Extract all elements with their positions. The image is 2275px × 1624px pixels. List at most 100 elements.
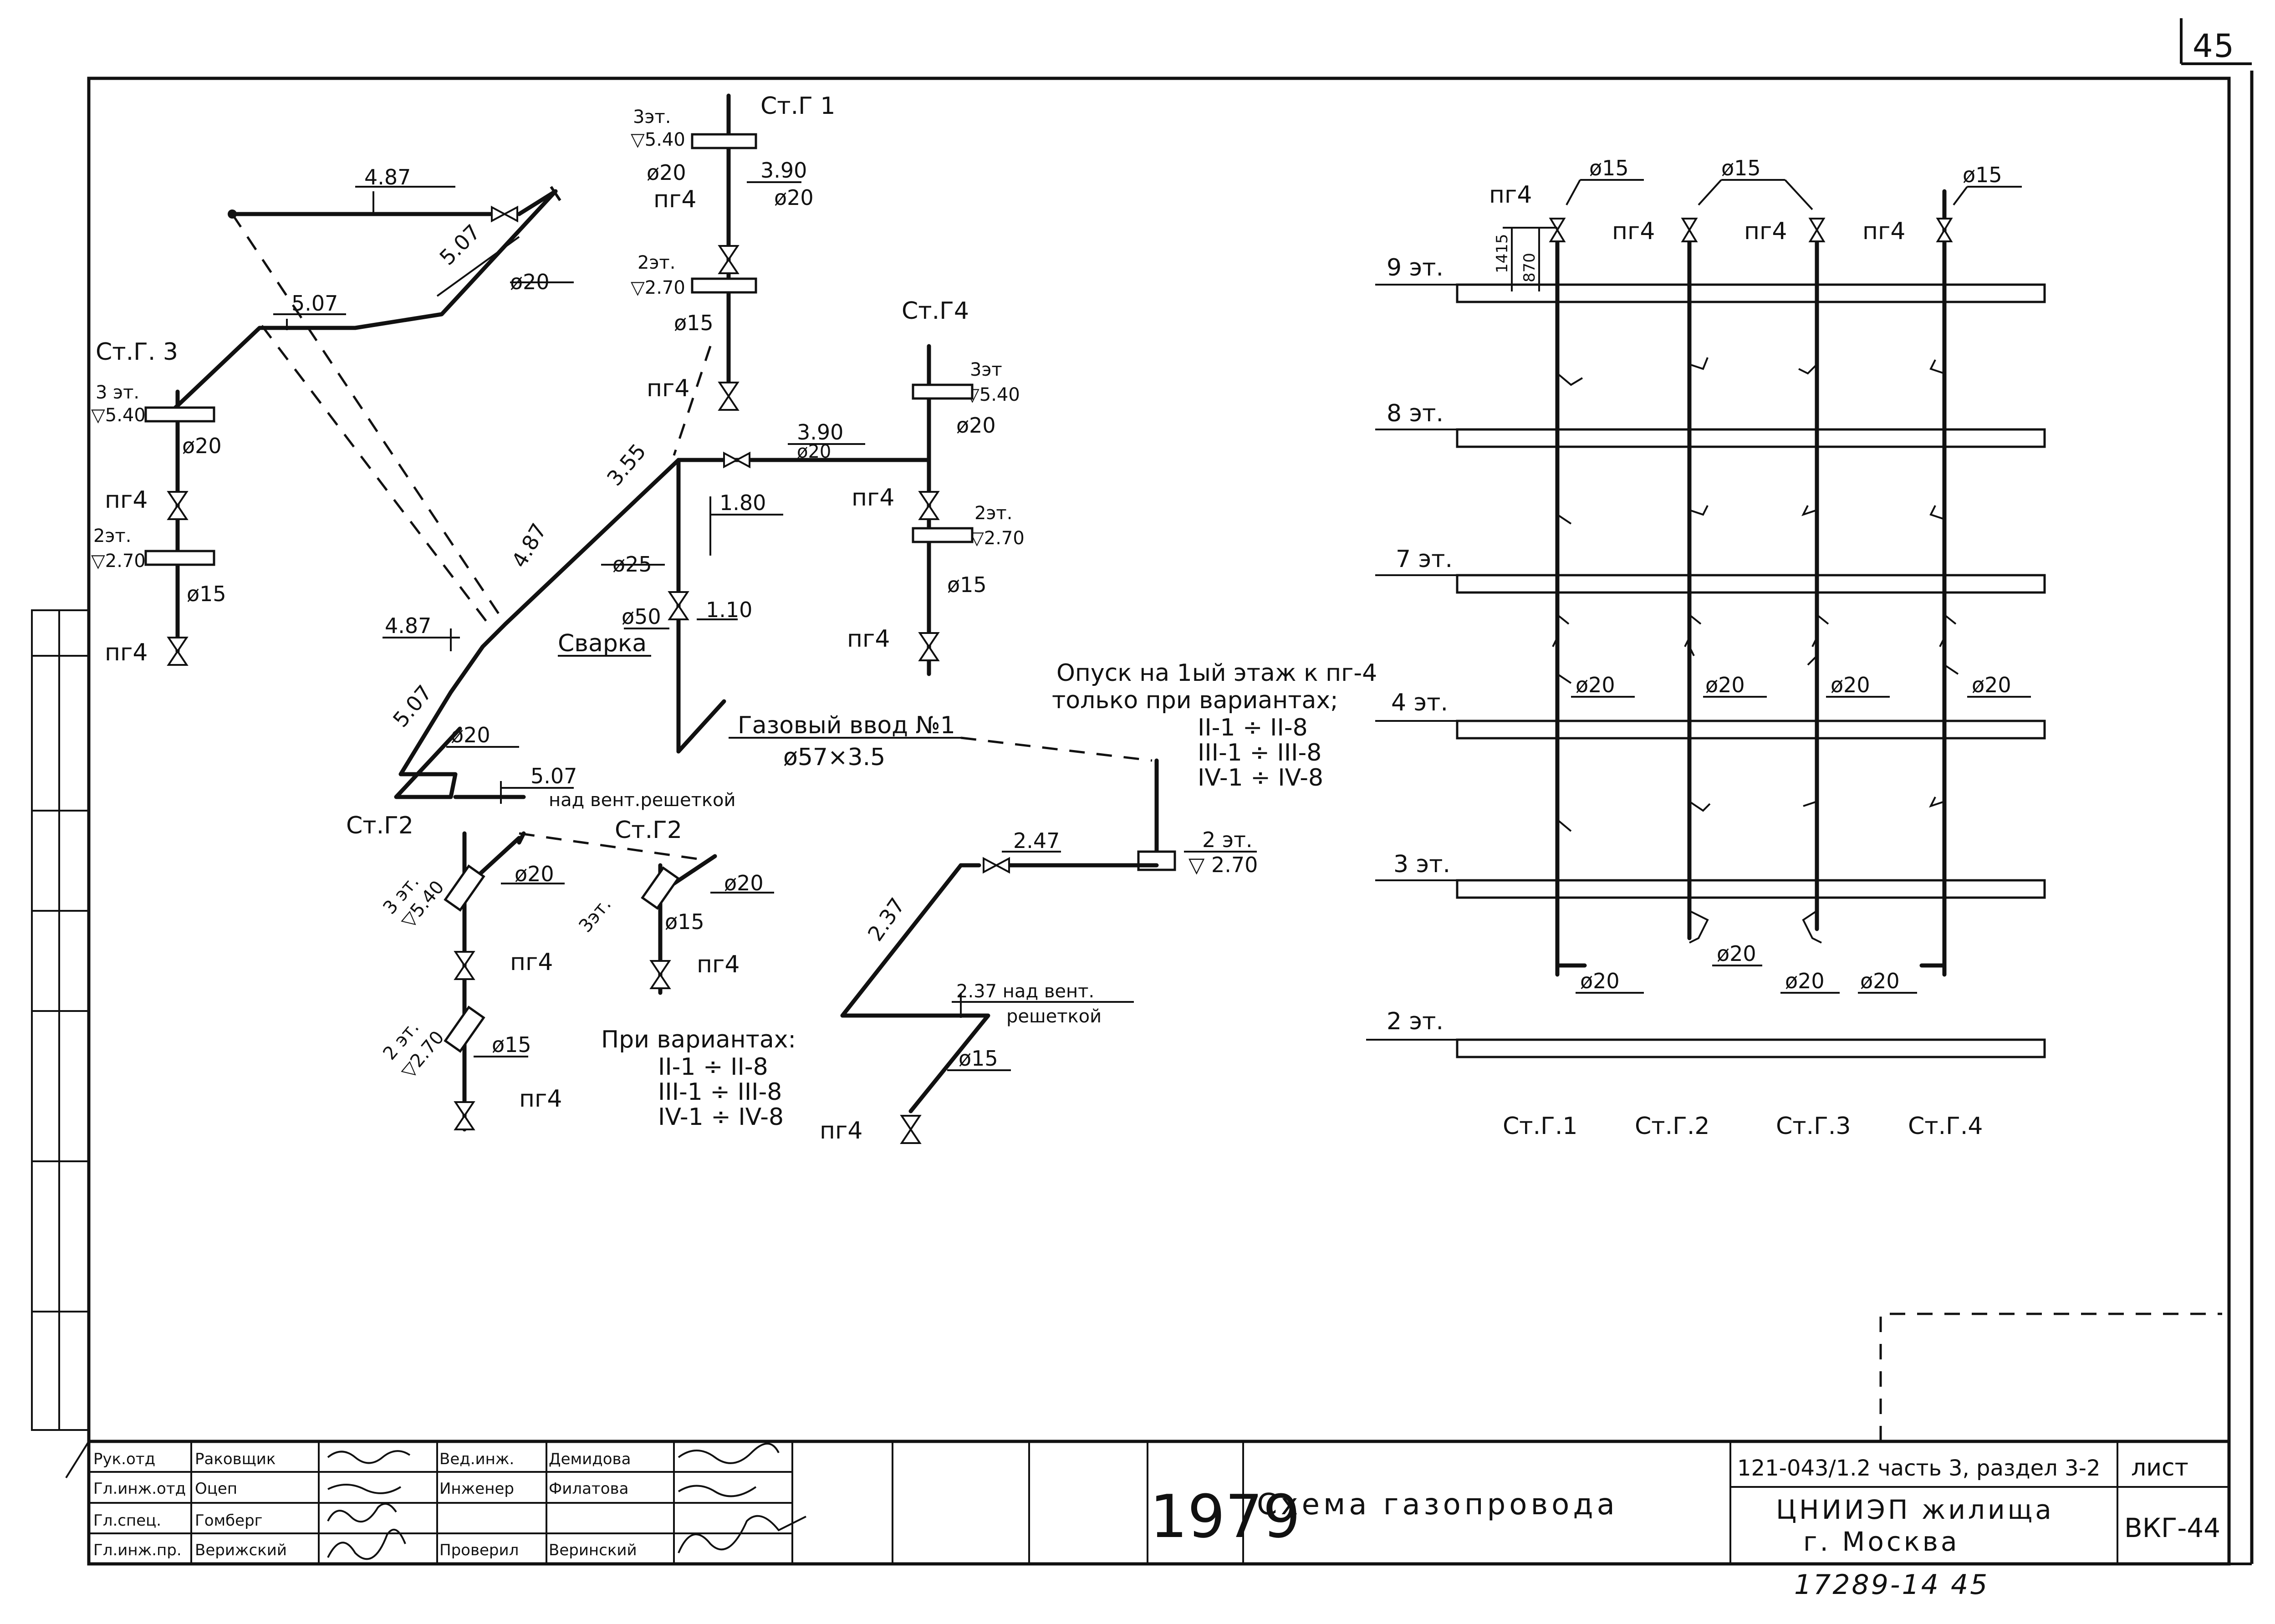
variants-line-1: II-1 ÷ II-8 [658,1053,768,1081]
gate-valve-icon-d50 [668,591,689,620]
tb-code: 121-043/1.2 часть 3, раздел 3-2 [1737,1455,2101,1481]
tb-role-2: Гл.инж.отд [93,1480,186,1498]
valve-label-stg4-a: пг4 [852,484,894,511]
variants-note: При вариантах: II-1 ÷ II-8 III-1 ÷ III-8… [601,1026,796,1131]
diameter-label-stg2b-d15: ø15 [665,909,704,934]
mark-label-stg1-540: ▽5.40 [631,129,685,150]
gas-valve-icon-descent [900,1115,922,1144]
riser-diagram: 9 эт. 8 эт. 7 эт. 4 эт. 3 эт. 2 эт. [1366,156,2046,1140]
floor-label-3: 3 эт. [1393,851,1450,878]
gas-valve-icon-stg4-a [918,491,940,520]
valve-label-stg1-b: пг4 [647,375,689,402]
valve-label-r4: пг4 [1862,218,1905,245]
diameter-label-r1-d15: ø15 [1589,156,1629,180]
diameter-label-stg4-d20: ø20 [956,413,996,438]
floor-label-stg1-2: 2эт. [638,252,675,273]
riser-stg2-b: Ст.Г2 3эт. ø20 ø15 пг4 [575,817,774,995]
gas-inlet: Газовый ввод №1 ø57×3.5 [729,712,1153,771]
riser-stg1: Ст.Г 1 3эт. ▽5.40 ø20 пг4 3.90 ø20 2эт. … [631,92,835,456]
floor-label-stg3-3: 3 эт. [96,382,139,403]
riser-stg4: Ст.Г4 3эт ▽5.40 ø20 пг4 2эт. ▽2.70 ø15 п… [847,297,1025,676]
descent-line-2: III-1 ÷ III-8 [1198,739,1321,766]
gas-valve-icon-stg2a-a [454,951,475,980]
elev-label-355: 3.55 [602,439,651,490]
elev-label-110: 1.10 [706,598,752,622]
floor-label-8: 8 эт. [1387,400,1444,427]
diameter-label-stg2b-d20: ø20 [724,871,764,895]
diameter-label-r2-d15: ø15 [1721,156,1761,180]
variants-line-3: IV-1 ÷ IV-8 [658,1103,784,1131]
tb-role2-1: Вед.инж. [439,1450,514,1468]
riser-label-stg1: Ст.Г 1 [760,92,835,120]
floor-label-4: 4 эт. [1391,689,1448,716]
valve-label-stg3-b: пг4 [105,639,148,666]
title-block: Рук.отд Гл.инж.отд Гл.спец. Гл.инж.пр. Р… [65,1440,2231,1566]
gas-valve-icon-r4 [1936,218,1953,242]
diameter-label-4fl-r2: ø20 [1705,673,1745,697]
elev-label-conn-390: 3.90 [797,420,843,444]
tb-role2-4: Проверил [439,1541,519,1559]
tb-role2-2: Инженер [439,1480,514,1498]
floor-label-stg2b-3: 3эт. [575,894,615,936]
floor-label-descent-2: 2 эт. [1202,827,1253,852]
tb-name2-1: Демидова [549,1450,631,1468]
gas-valve-icon-r2 [1681,218,1698,242]
gas-valve-icon-r1 [1549,218,1566,242]
corner-sheet-number: 45 [2193,27,2235,65]
tb-name-3: Гомберг [195,1512,263,1530]
elev-label-180: 1.80 [719,490,766,515]
bottom-offsets [1576,910,1917,994]
valve-label-r1: пг4 [1489,181,1532,209]
tb-title: Схема газопровода [1257,1488,1618,1522]
gas-inlet-label: Газовый ввод №1 [738,712,955,739]
diameter-label-descent-d15: ø15 [959,1046,998,1071]
elev-label-487-diag: 4.87 [507,519,551,572]
diameter-label-d20-upper: ø20 [510,270,550,294]
dim-label-1415: 1415 [1493,234,1511,273]
dim-label-870: 870 [1520,253,1539,282]
top-pipe-run: 4.87 [228,165,561,223]
floor-label-stg4-2: 2эт. [974,503,1012,524]
riser-label-stg4: Ст.Г4 [902,297,969,325]
diameter-label-stg3-d20: ø20 [182,434,222,458]
binding-strip [31,609,90,1431]
riser-caption-4: Ст.Г.4 [1908,1113,1983,1140]
riser-stg2-a: Ст.Г2 3 эт. ▽5.40 ø20 пг4 2 эт. ▽2.70 ø1… [346,812,565,1132]
diameter-label-d20-lower: ø20 [451,723,490,747]
diameter-label-4fl-r1: ø20 [1576,673,1615,697]
mark-label-stg3-270: ▽2.70 [91,551,146,572]
diameter-label-stg2a-d15: ø15 [492,1032,531,1057]
top-valves [1549,179,2022,242]
elev-label-487-top: 4.87 [364,165,411,189]
gas-valve-icon-stg3-b [167,637,189,666]
diameter-label-stg1-d15: ø15 [674,311,714,335]
tb-name-4: Верижский [195,1541,287,1559]
grate-label: решеткой [1006,1006,1102,1027]
tb-role-1: Рук.отд [93,1450,155,1468]
floor-label-stg3-2: 2эт. [93,526,131,546]
descent-run: 2.47 2 эт. ▽ 2.70 2.37 2.37 над вент. ре… [820,758,1258,1144]
elev-label-487-left: 4.87 [385,613,431,638]
gas-valve-icon-stg3-a [167,491,189,520]
valve-label-stg2b: пг4 [697,951,740,978]
mark-label-stg3-540: ▽5.40 [91,405,146,426]
riser-label-stg2a: Ст.Г2 [346,812,413,839]
diameter-label-stg4-d15: ø15 [947,572,987,597]
tb-name2-2: Филатова [549,1480,628,1498]
tb-name-2: Оцеп [195,1480,237,1498]
diameter-label-d50: ø50 [622,604,661,629]
variants-line-2: III-1 ÷ III-8 [658,1078,782,1106]
tb-name-1: Раковщик [195,1450,275,1468]
connection-to-stg4: 3.90 ø20 [676,420,931,469]
valve-label-stg1-a: пг4 [653,186,696,213]
weld-label: Сварка [558,630,647,657]
descent-line-3: IV-1 ÷ IV-8 [1198,764,1323,792]
elev-label-507-diag: 5.07 [435,220,485,270]
central-run: 3.55 1.80 4.87 ø25 ø50 1.10 Сварка [503,439,783,754]
diameter-label-stg2a-d20: ø20 [515,862,554,886]
branch-stubs [1552,357,1959,832]
gas-valve-icon-stg2b [649,960,671,989]
mark-label-stg1-270: ▽2.70 [631,277,685,298]
descent-title-1: Опуск на 1ый этаж к пг-4 [1056,659,1377,687]
